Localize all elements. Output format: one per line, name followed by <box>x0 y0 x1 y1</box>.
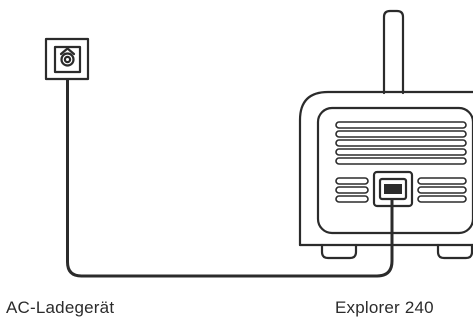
lower-left-vents <box>335 177 369 203</box>
handle <box>382 9 405 95</box>
charging-cable <box>66 79 394 278</box>
charger-label: AC-Ladegerät <box>6 298 115 317</box>
lower-right-vents <box>417 177 467 203</box>
foot <box>320 243 358 260</box>
plug <box>384 184 402 194</box>
wall-outlet-icon <box>44 37 90 81</box>
power-station-icon <box>298 9 473 260</box>
front-panel <box>316 106 473 235</box>
device-body <box>298 90 473 247</box>
station-label: Explorer 240 <box>335 298 434 317</box>
foot <box>436 243 473 260</box>
upper-vents <box>335 121 467 165</box>
